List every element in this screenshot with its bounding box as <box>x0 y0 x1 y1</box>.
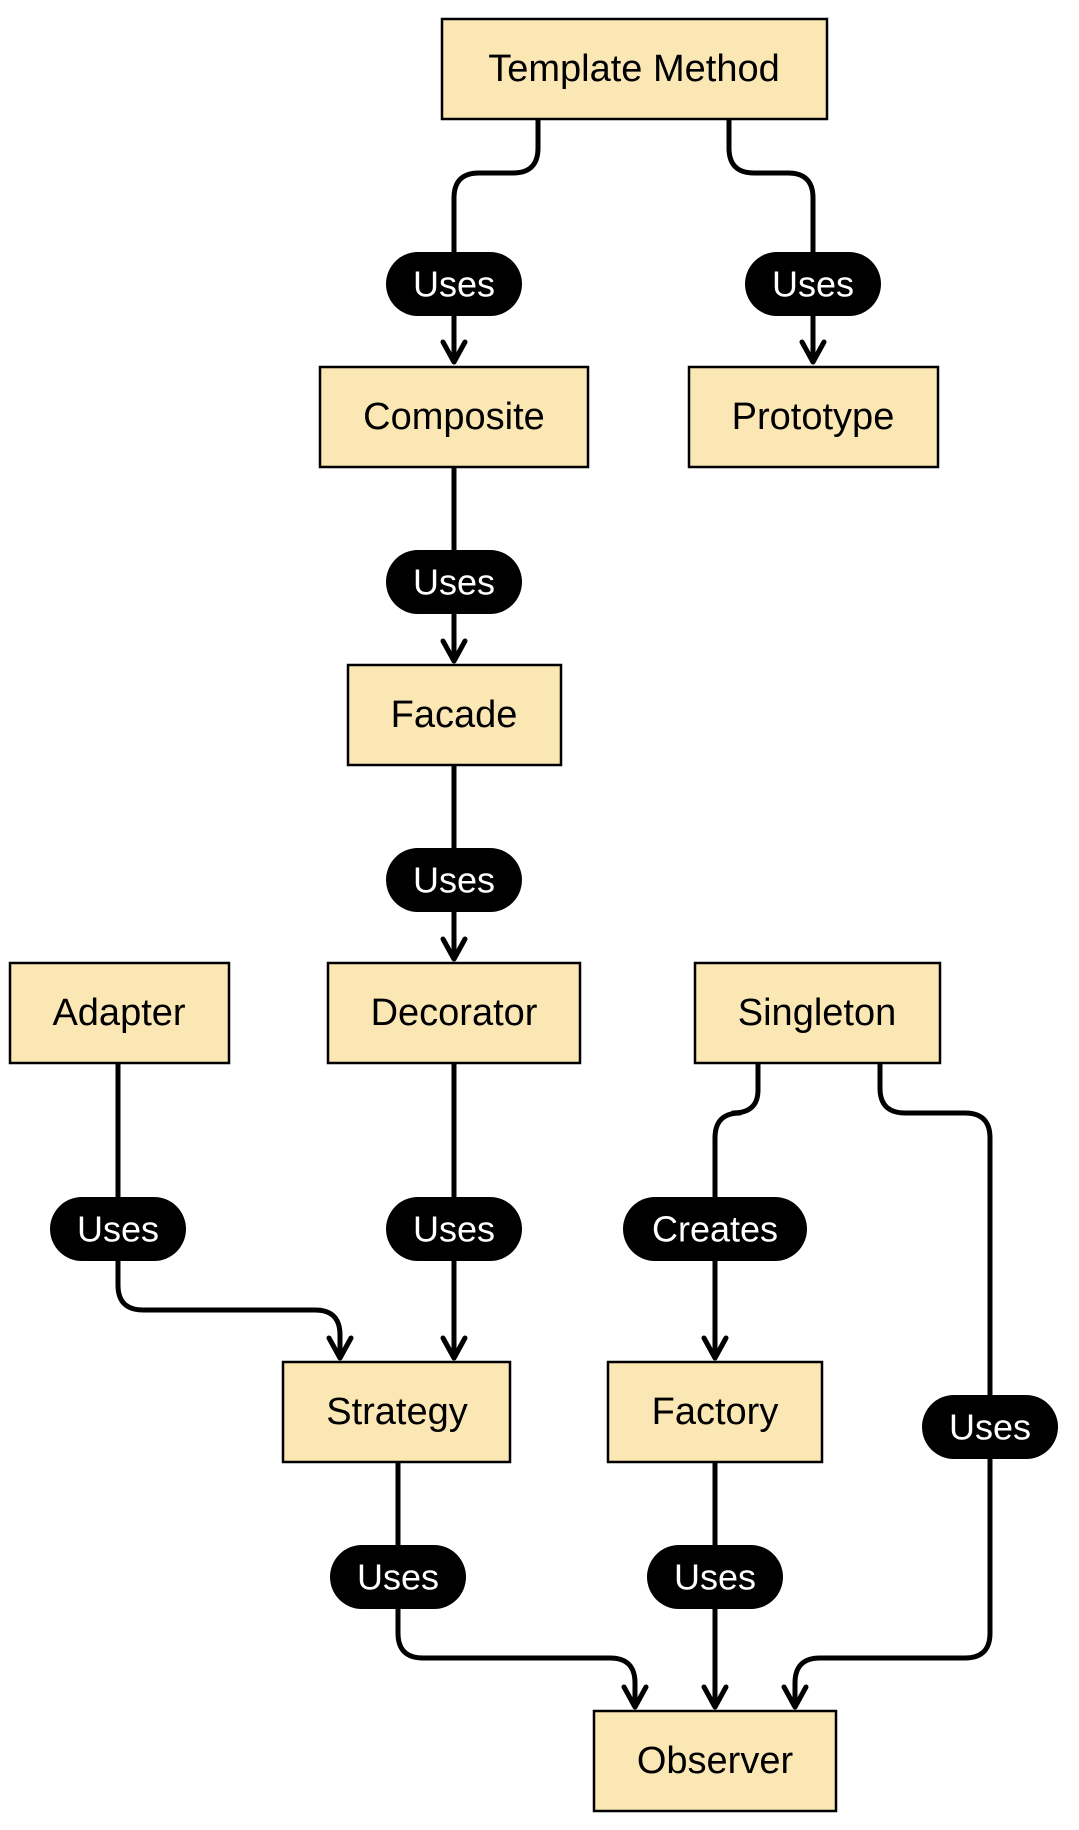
node-label: Facade <box>391 694 518 736</box>
edge-singleton-factory <box>712 1059 761 1357</box>
edge-label-singleton-observer: Uses <box>922 1395 1058 1459</box>
edge-label-text: Creates <box>652 1209 778 1250</box>
node-prototype[interactable]: Prototype <box>687 365 940 469</box>
edge-label-factory-observer: Uses <box>647 1545 783 1609</box>
arrowhead-singleton-observer <box>781 1684 809 1710</box>
edge-label-text: Uses <box>413 264 495 305</box>
edge-label-text: Uses <box>357 1557 439 1598</box>
edge-label-facade-decorator: Uses <box>386 848 522 912</box>
edge-label-template-prototype: Uses <box>745 252 881 316</box>
node-label: Adapter <box>52 992 185 1034</box>
node-label: Composite <box>363 396 545 438</box>
node-label: Observer <box>637 1740 794 1782</box>
node-label: Decorator <box>371 992 538 1034</box>
arrowhead-singleton-factory <box>701 1335 729 1361</box>
node-template-method[interactable]: Template Method <box>440 17 829 121</box>
arrowhead-composite-facade <box>440 638 468 664</box>
arrowhead-adapter-strategy <box>326 1335 354 1361</box>
edge-label-text: Uses <box>772 264 854 305</box>
arrowhead-template-prototype <box>799 339 827 365</box>
node-factory[interactable]: Factory <box>606 1360 824 1464</box>
edge-label-decorator-strategy: Uses <box>386 1197 522 1261</box>
node-label: Prototype <box>732 396 895 438</box>
edge-label-text: Uses <box>77 1209 159 1250</box>
edge-strategy-observer <box>395 1459 638 1706</box>
edge-label-text: Uses <box>413 562 495 603</box>
node-strategy[interactable]: Strategy <box>281 1360 512 1464</box>
edges <box>115 116 993 1710</box>
edge-template-composite <box>451 116 541 361</box>
node-singleton[interactable]: Singleton <box>693 961 942 1065</box>
node-composite[interactable]: Composite <box>318 365 590 469</box>
arrowhead-facade-decorator <box>440 936 468 962</box>
edge-label-text: Uses <box>413 1209 495 1250</box>
arrowhead-factory-observer <box>701 1684 729 1710</box>
edge-template-prototype <box>726 116 816 361</box>
arrowhead-strategy-observer <box>621 1684 649 1710</box>
node-facade[interactable]: Facade <box>346 663 563 767</box>
node-adapter[interactable]: Adapter <box>8 961 231 1065</box>
node-label: Singleton <box>738 992 896 1034</box>
edge-label-text: Uses <box>674 1557 756 1598</box>
node-label: Template Method <box>488 48 780 90</box>
edge-labels: Uses Uses Uses Uses Uses Uses Creates U <box>50 252 1058 1609</box>
edge-label-adapter-strategy: Uses <box>50 1197 186 1261</box>
node-observer[interactable]: Observer <box>592 1709 838 1813</box>
arrowhead-decorator-strategy <box>440 1335 468 1361</box>
arrowhead-template-composite <box>440 339 468 365</box>
edge-label-text: Uses <box>413 860 495 901</box>
node-label: Strategy <box>326 1391 468 1433</box>
edge-label-template-composite: Uses <box>386 252 522 316</box>
edge-adapter-strategy <box>115 1059 343 1357</box>
nodes: Template Method Composite Prototype Faca… <box>8 17 942 1813</box>
edge-label-text: Uses <box>949 1407 1031 1448</box>
node-label: Factory <box>652 1391 779 1433</box>
edge-label-composite-facade: Uses <box>386 550 522 614</box>
node-decorator[interactable]: Decorator <box>326 961 582 1065</box>
edge-label-singleton-factory: Creates <box>623 1197 807 1261</box>
edge-label-strategy-observer: Uses <box>330 1545 466 1609</box>
edge-singleton-observer <box>792 1059 993 1706</box>
